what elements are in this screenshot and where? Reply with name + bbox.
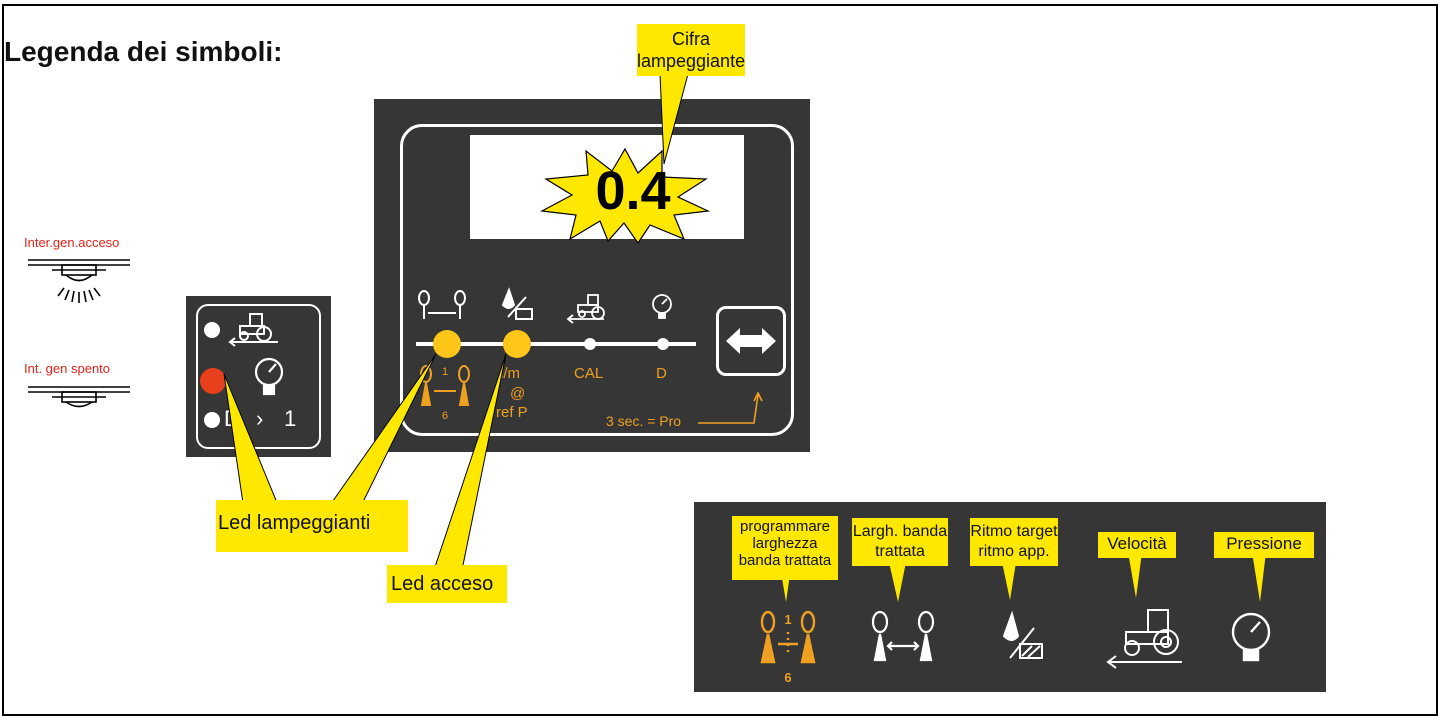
pressure-gauge-icon: [254, 357, 284, 396]
pro-text: 3 sec. = Pro: [606, 413, 682, 429]
program-icon-num-bottom: 6: [442, 410, 448, 422]
led-rate: [503, 330, 531, 358]
d-value: 1: [284, 406, 297, 431]
pressure-gauge-icon-small: [652, 294, 672, 319]
d-label-main: D: [656, 365, 667, 382]
switch-on-label: Inter.gen.acceso: [24, 235, 120, 250]
led-callout-pointers: [223, 353, 507, 571]
d-arrow: ›: [256, 406, 264, 431]
legend-label-program-width: programmare larghezza banda trattata: [732, 516, 838, 580]
small-control-panel: D › 1: [186, 296, 331, 457]
led-boom-width: [433, 330, 461, 358]
led-flashing-callout: Led lampeggianti: [216, 500, 408, 552]
legend-label-width: Largh. banda trattata: [852, 518, 948, 566]
digit-callout-pointer: [659, 73, 689, 165]
legend-label-rate: Ritmo target ritmo app.: [970, 518, 1058, 566]
led-d: [657, 338, 669, 350]
pro-arrow: [698, 391, 763, 424]
tractor-icon: [228, 313, 278, 347]
main-panel-border: [400, 124, 794, 436]
switch-on-icon: [28, 259, 130, 303]
boom-width-icon: [418, 290, 466, 319]
boom-width-program-icon-large: 1 6: [760, 610, 816, 685]
scroll-button[interactable]: [716, 306, 786, 376]
legend-label-pressure: Pressione: [1214, 532, 1314, 558]
tractor-icon-large: [1106, 609, 1182, 669]
digit-callout: Cifra lampeggiante: [637, 24, 745, 76]
boom-width-icon-large: [871, 610, 935, 662]
rate-label-line3: ref P: [496, 404, 528, 421]
tractor-icon-small: [566, 294, 605, 324]
boom-width-program-icon: 1 6: [420, 365, 470, 422]
switch-off-icon: [28, 386, 130, 408]
page-frame: [2, 4, 1438, 716]
d-led: [204, 412, 220, 428]
program-icon-num-top: 1: [442, 366, 448, 378]
rate-label-line2: @: [510, 385, 526, 402]
legend-panel: programmare larghezza banda trattata Lar…: [694, 502, 1326, 692]
led-on-callout: Led acceso: [387, 565, 507, 603]
pressure-led-red: [200, 368, 226, 394]
legend-icon-num-bottom: 6: [784, 670, 791, 685]
legend-icon-num-top: 1: [784, 612, 791, 627]
switch-off-label: Int. gen spento: [24, 361, 111, 376]
legend-label-speed: Velocità: [1098, 532, 1176, 558]
flashing-digit-burst: [540, 147, 711, 245]
double-arrow-icon: [726, 328, 776, 354]
page-title: Legenda dei simboli:: [4, 36, 283, 67]
rate-label-line1: l/m: [500, 365, 520, 382]
drop-rate-icon-large: [1002, 610, 1043, 659]
small-panel-border: [196, 304, 321, 449]
led-cal: [584, 338, 596, 350]
speed-led: [204, 322, 220, 338]
pressure-gauge-icon-large: [1231, 612, 1271, 662]
cal-label: CAL: [574, 365, 604, 382]
drop-rate-icon: [501, 287, 533, 320]
display-value: 0.4: [595, 161, 671, 221]
led-line: [416, 342, 696, 346]
